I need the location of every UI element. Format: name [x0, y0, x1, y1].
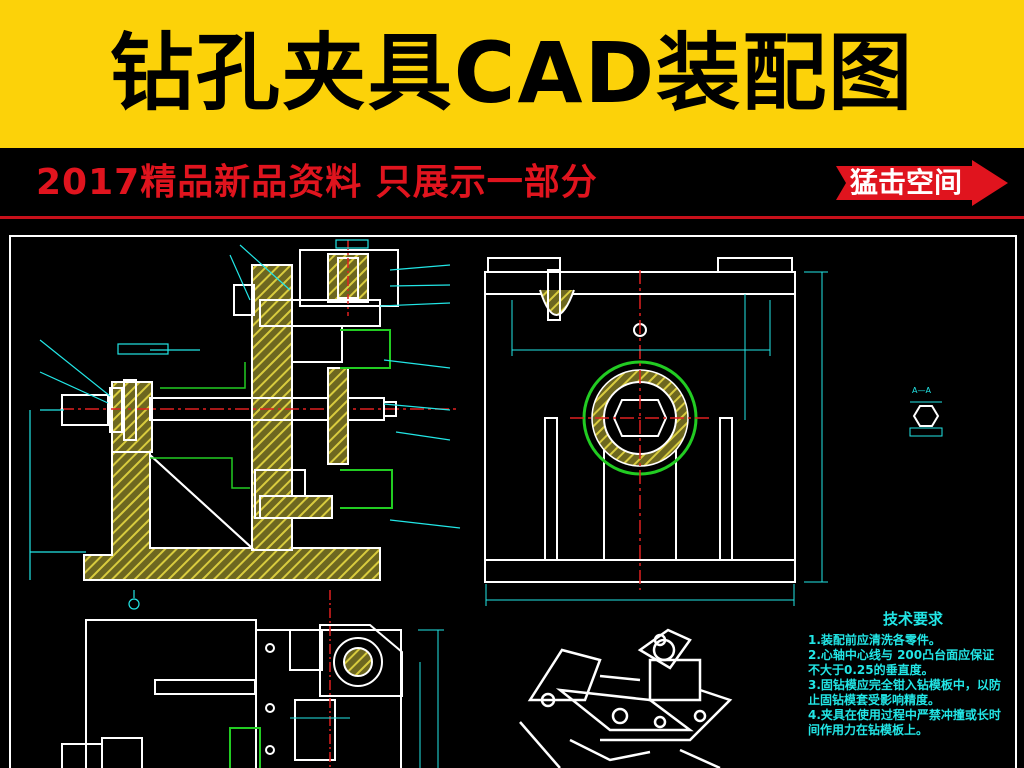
divider-line: [0, 216, 1024, 219]
cta-button[interactable]: 猛击空间: [836, 160, 1008, 206]
title-banner: 钻孔夹具CAD装配图: [0, 0, 1024, 148]
section-label: A—A: [912, 386, 931, 395]
requirement-line: 不大于0.25的垂直度。: [808, 663, 934, 677]
requirement-line: 止固钻模套受影响精度。: [808, 693, 941, 707]
technical-requirements-title: 技术要求: [882, 610, 943, 628]
requirement-line: 2.心轴中心线与 200凸台面应保证: [808, 648, 995, 662]
drawing-border: [9, 235, 1017, 768]
leader-lines: [29, 239, 461, 610]
page-title: 钻孔夹具CAD装配图: [109, 24, 915, 122]
requirement-line: 1.装配前应清洗各零件。: [808, 633, 941, 647]
front-view-dimensions: [485, 271, 828, 606]
subheader-text: 2017精品新品资料 只展示一部分: [36, 162, 598, 203]
requirement-line: 3.固钻模应完全钳入钻模板中，以防: [808, 678, 1001, 692]
arrow-icon: [836, 160, 1008, 206]
requirement-line: 4.夹具在使用过程中严禁冲撞或长时: [808, 708, 1001, 722]
cad-drawing: [9, 235, 1017, 768]
isometric-view: [519, 628, 733, 768]
top-view: [61, 590, 403, 768]
section-aa: [909, 401, 943, 437]
technical-requirements: 技术要求 1.装配前应清洗各零件。 2.心轴中心线与 200凸台面应保证 不大于…: [808, 612, 1018, 738]
main-section-view: [60, 240, 460, 581]
top-view-dimensions: [290, 629, 444, 768]
cta-label: 猛击空间: [850, 166, 963, 199]
front-view-bushing: [570, 270, 710, 590]
requirement-line: 间作用力在钻模板上。: [808, 723, 929, 737]
